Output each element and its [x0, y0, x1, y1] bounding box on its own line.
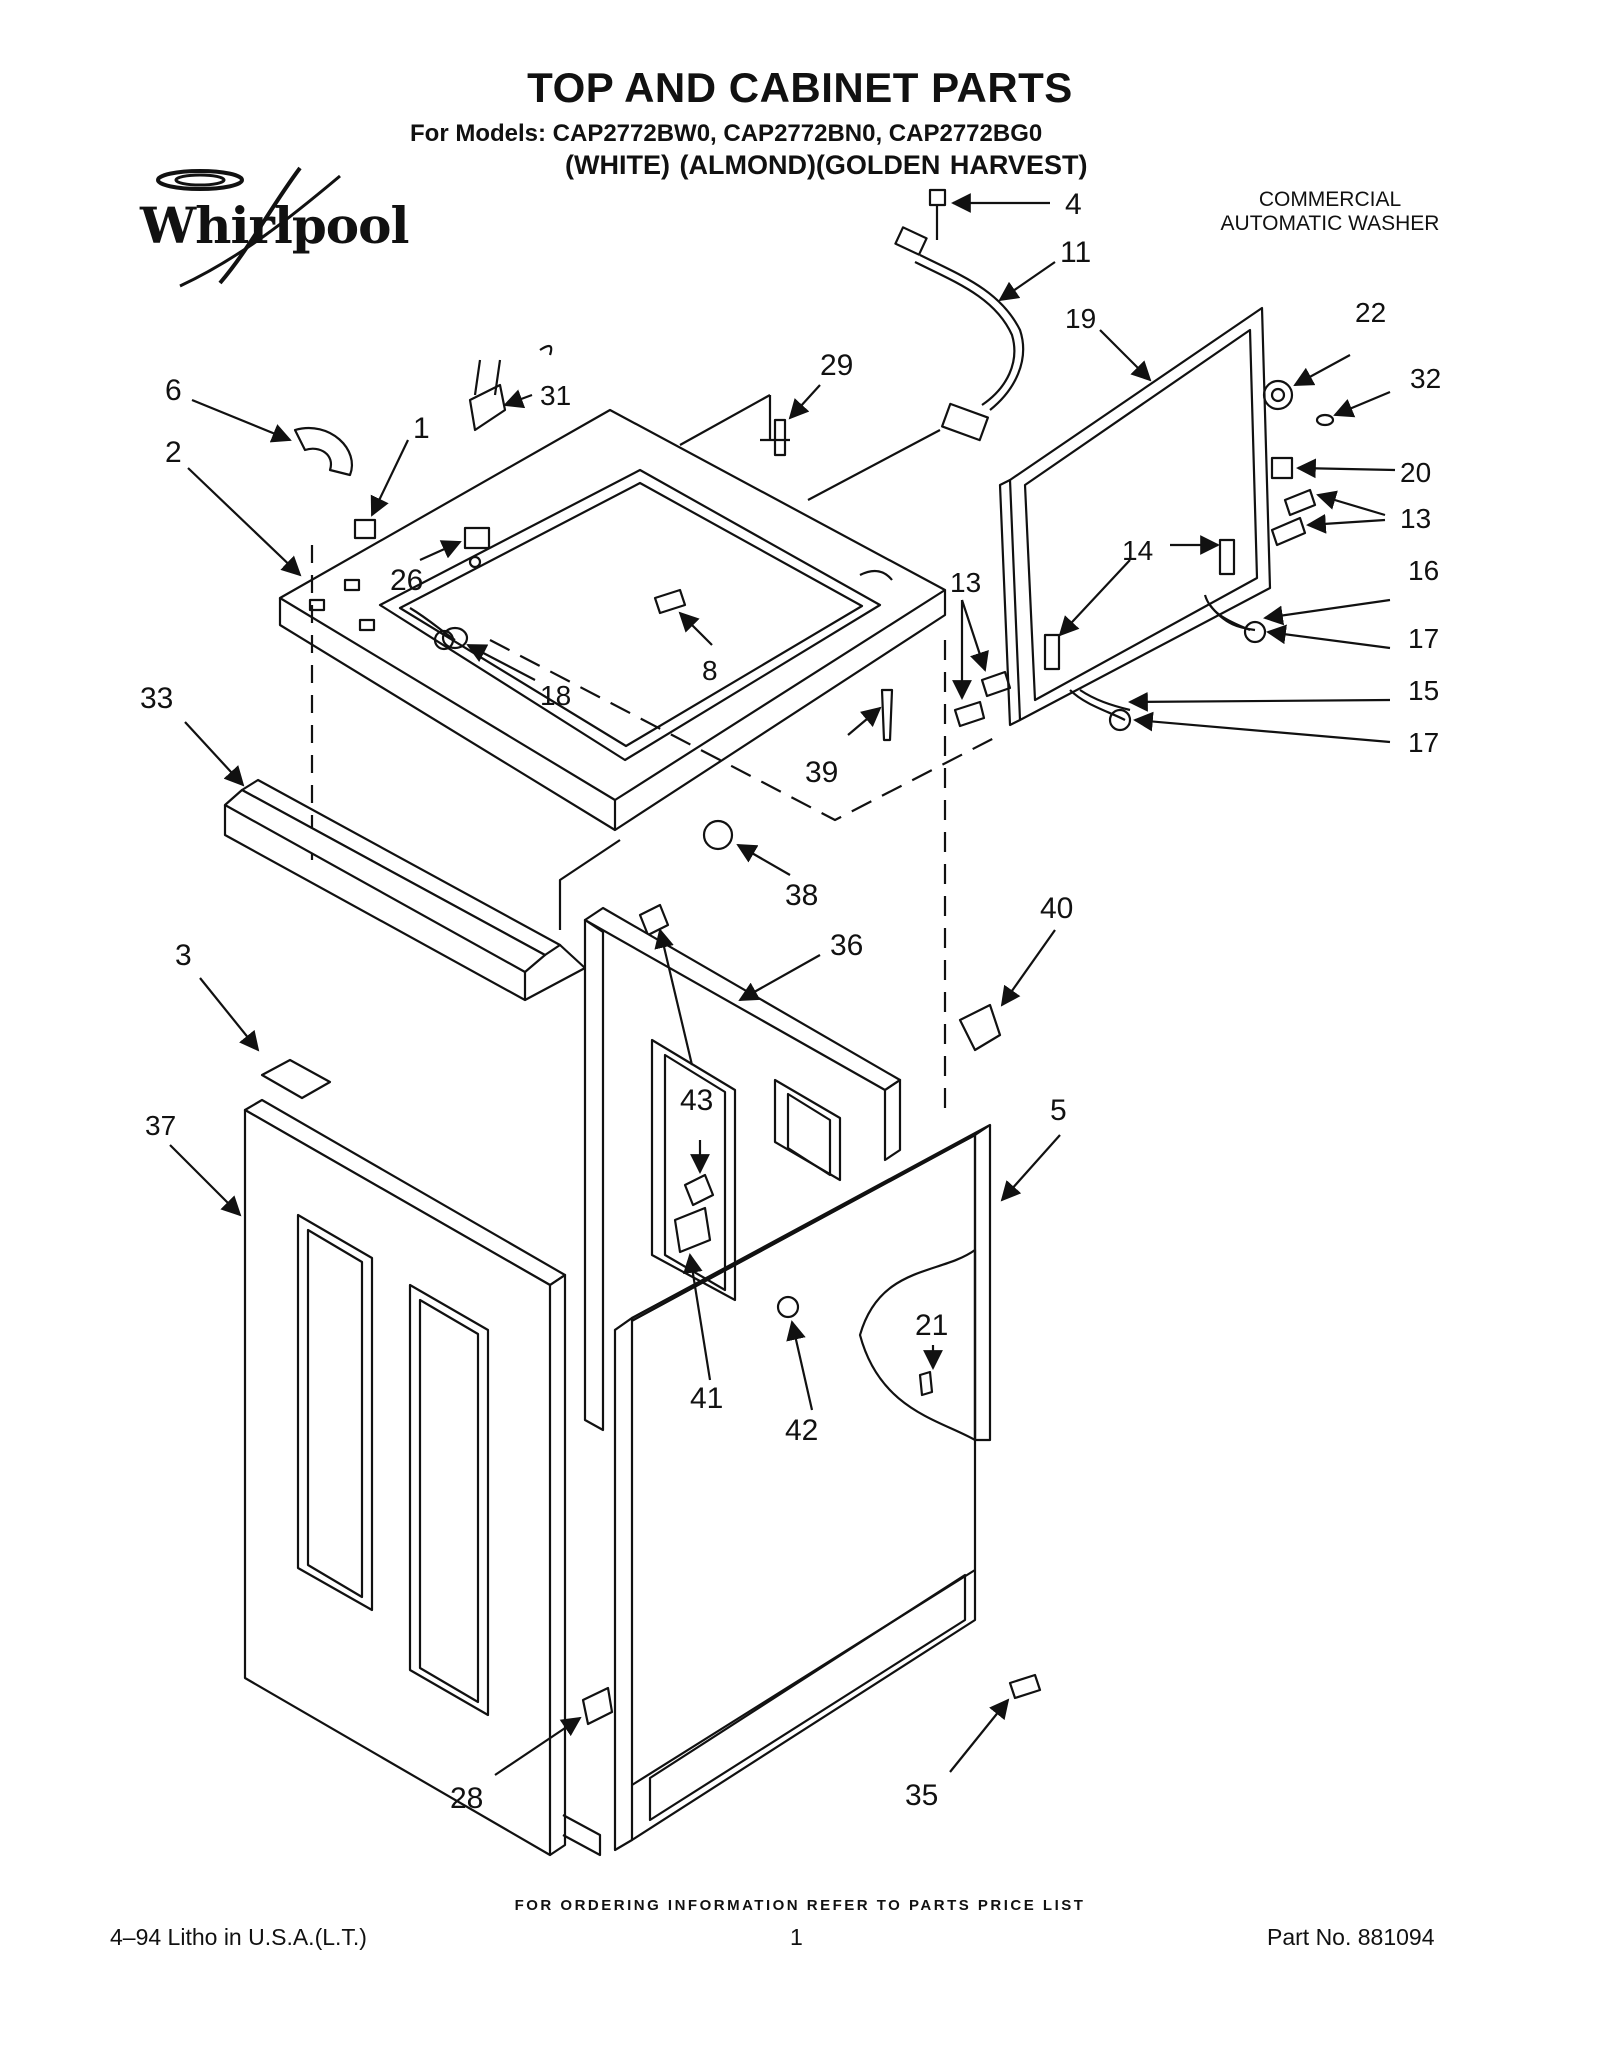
callout-1: 1 — [413, 412, 430, 445]
callout-29: 29 — [820, 349, 853, 382]
litho-note: 4–94 Litho in U.S.A.(L.T.) — [110, 1924, 367, 1950]
swirl-logo-icon — [156, 166, 341, 288]
callout-16: 16 — [1408, 555, 1439, 586]
brand-name: Whirlpool — [140, 196, 409, 255]
callout-18: 18 — [540, 680, 571, 711]
cabinet-side-panel — [243, 1098, 602, 1857]
callout-14: 14 — [1122, 535, 1153, 566]
callout-17b: 17 — [1408, 727, 1439, 758]
callout-19: 19 — [1065, 303, 1096, 334]
callout-43: 43 — [680, 1084, 713, 1117]
callout-3: 3 — [175, 939, 192, 972]
callout-39: 39 — [805, 756, 838, 789]
callout-6: 6 — [165, 374, 182, 407]
callout-20: 20 — [1400, 457, 1431, 488]
callout-26: 26 — [390, 564, 423, 597]
callout-37: 37 — [145, 1110, 176, 1141]
product-type-line2: AUTOMATIC WASHER — [1220, 212, 1440, 235]
callout-41: 41 — [690, 1382, 723, 1415]
page-title: TOP AND CABINET PARTS — [527, 64, 1073, 111]
callout-5: 5 — [1050, 1094, 1067, 1127]
whirlpool-logo: Whirlpool — [140, 158, 410, 298]
callout-21: 21 — [915, 1309, 948, 1342]
product-type-line1: COMMERCIAL — [1258, 188, 1402, 211]
callout-11: 11 — [1060, 236, 1091, 269]
callout-13b: 13 — [950, 567, 981, 598]
callout-28: 28 — [450, 1782, 483, 1815]
hardware-parts — [260, 188, 1335, 1726]
callout-32: 32 — [1410, 363, 1441, 394]
product-type: COMMERCIAL AUTOMATIC WASHER — [1180, 188, 1480, 236]
cabinet-front-panel — [613, 1123, 992, 1852]
callout-31: 31 — [540, 380, 571, 411]
callout-17a: 17 — [1408, 623, 1439, 654]
callout-labels: 4 11 19 22 32 6 31 29 1 2 20 13 14 26 13… — [140, 188, 1441, 1815]
callout-2: 2 — [165, 436, 182, 469]
callout-38: 38 — [785, 879, 818, 912]
callout-42: 42 — [785, 1414, 818, 1447]
wire-harness — [894, 226, 1025, 442]
callout-40: 40 — [1040, 892, 1073, 925]
callout-35: 35 — [905, 1779, 938, 1812]
model-colors: (WHITE) (ALMOND)(GOLDEN HARVEST) — [565, 150, 1088, 180]
callout-13a: 13 — [1400, 503, 1431, 534]
callout-4: 4 — [1065, 188, 1082, 221]
callout-22: 22 — [1355, 297, 1386, 328]
part-number: Part No. 881094 — [1267, 1924, 1435, 1950]
callout-15: 15 — [1408, 675, 1439, 706]
page-number: 1 — [790, 1924, 803, 1950]
callout-33: 33 — [140, 682, 173, 715]
leader-lines — [169, 193, 1396, 1776]
cabinet-top — [278, 344, 947, 832]
ordering-note: FOR ORDERING INFORMATION REFER TO PARTS … — [514, 1897, 1086, 1914]
console-frame — [998, 306, 1272, 727]
model-list: For Models: CAP2772BW0, CAP2772BN0, CAP2… — [410, 120, 1043, 147]
front-brace — [223, 778, 587, 1002]
callout-8: 8 — [702, 655, 718, 686]
callout-36: 36 — [830, 929, 863, 962]
